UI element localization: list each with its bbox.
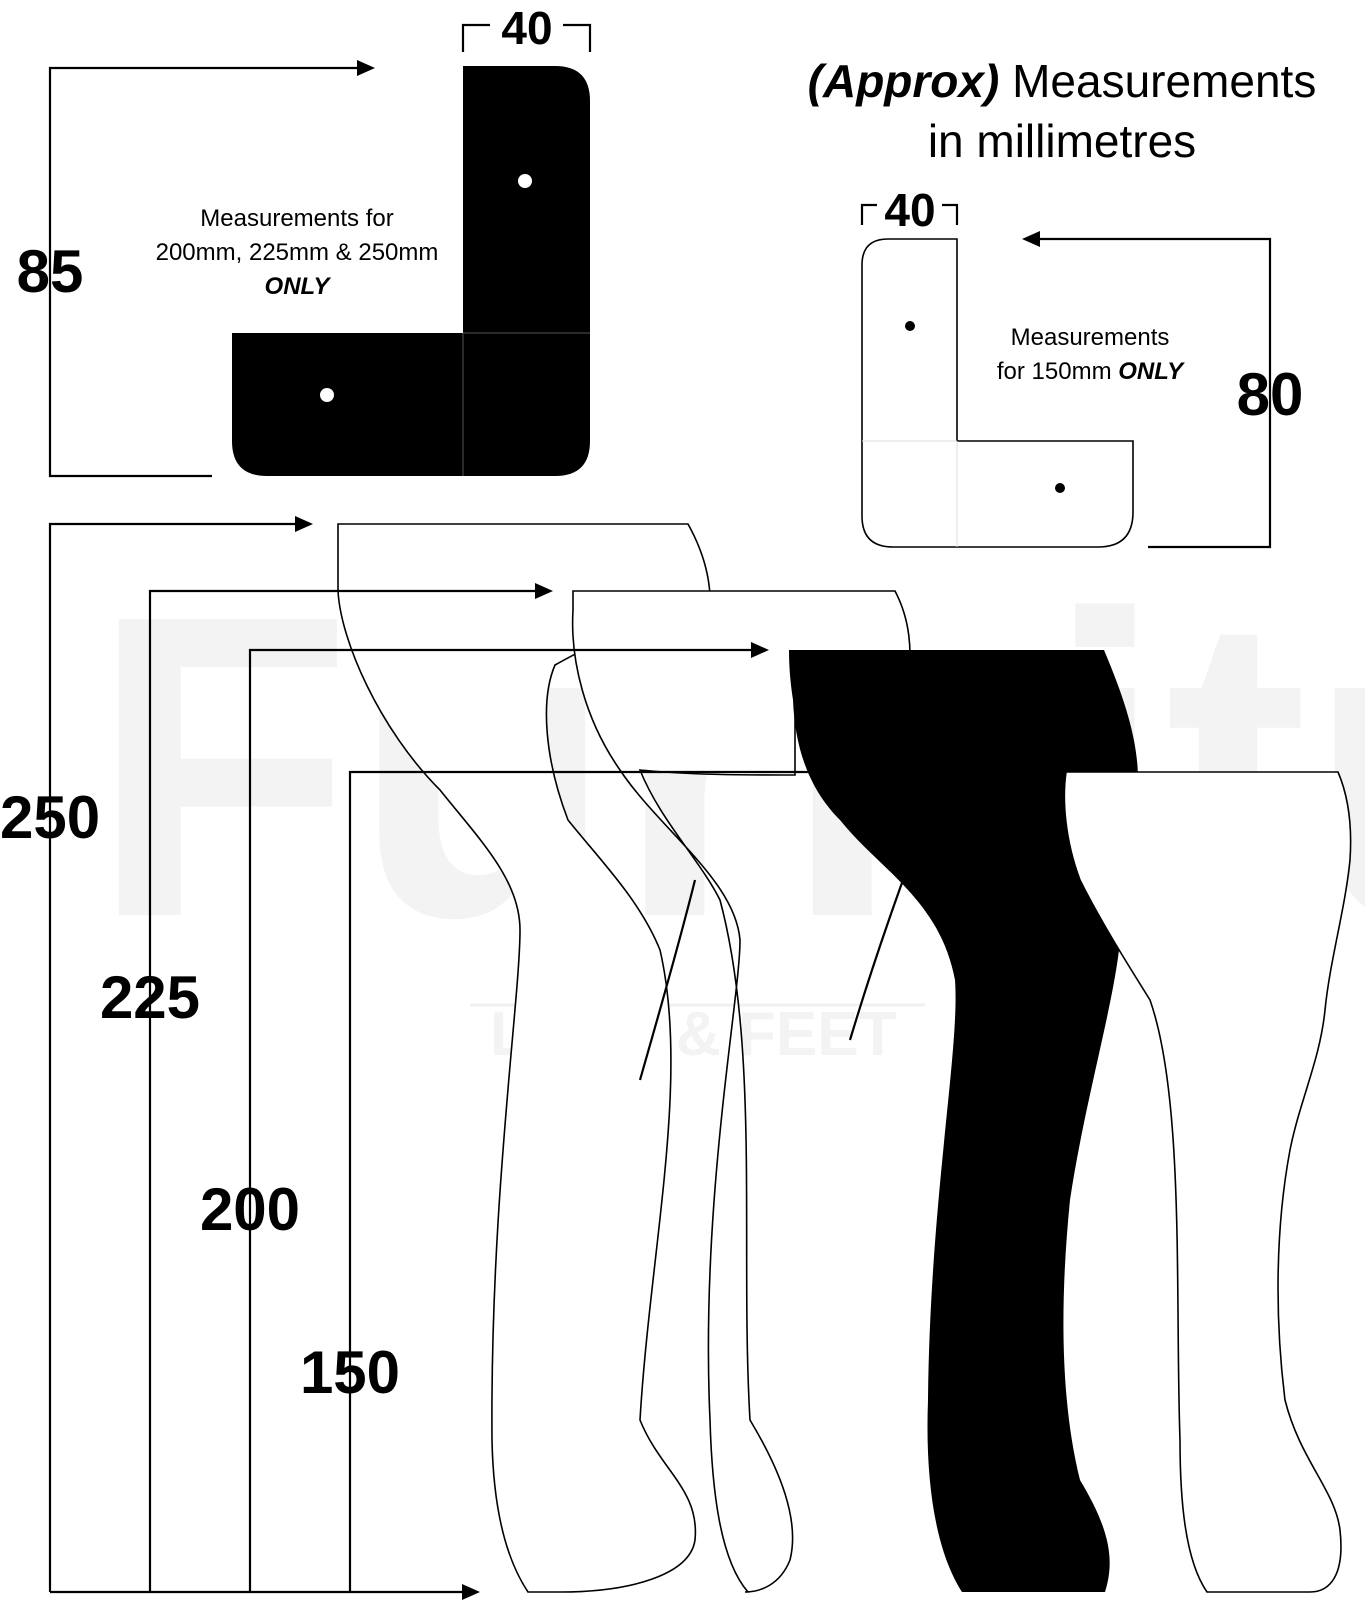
leg-150-height-label: 150: [300, 1339, 400, 1406]
plate-small-note-size: for 150mm: [997, 358, 1118, 385]
plate-small-note-line-1: Measurements: [1011, 324, 1170, 351]
leg-dimensions: 250 225 200 150: [0, 516, 1043, 1600]
title-measurements: Measurements: [999, 55, 1316, 107]
leg-200-solid: [789, 650, 1138, 1592]
plate-small-width-bracket-left: [860, 203, 877, 225]
leg-225-height-label: 225: [100, 964, 200, 1031]
plate-small: 40 80 Measurements for 150mm ONLY: [860, 184, 1304, 549]
plate-small-width-label: 40: [884, 184, 935, 236]
plate-small-width-bracket-right: [942, 203, 959, 225]
dimension-line-200: [248, 648, 754, 1592]
title-line-1: (Approx) Measurements: [808, 55, 1317, 107]
dimension-line-225: [148, 589, 538, 1592]
plate-small-screw-hole-bottom: [1055, 483, 1065, 493]
plate-large-note-line-2: 200mm, 225mm & 250mm: [156, 239, 439, 266]
arrow-150: [1025, 764, 1043, 780]
plate-small-height-arrow: [1022, 231, 1040, 247]
plate-small-height-label: 80: [1237, 361, 1304, 428]
plate-small-screw-hole-top: [905, 321, 915, 331]
title-approx: (Approx): [808, 55, 1000, 107]
plate-small-shape: [861, 238, 1134, 548]
dimension-line-150: [348, 770, 1028, 1592]
plate-large-screw-hole-top: [518, 174, 532, 188]
diagram-title: (Approx) Measurements in millimetres: [808, 55, 1317, 167]
plate-large-note-line-3: ONLY: [265, 273, 332, 300]
arrow-200: [751, 642, 769, 658]
baseline-arrow: [462, 1584, 480, 1600]
leg-200-contour: [848, 879, 905, 1041]
plate-large-height-label: 85: [17, 238, 84, 305]
plate-large-width-label: 40: [501, 2, 552, 54]
leg-225-outline: [571, 590, 911, 1593]
leg-200-height-label: 200: [200, 1176, 300, 1243]
plate-large-width-bracket-right: [563, 23, 592, 52]
title-line-2: in millimetres: [928, 115, 1196, 167]
arrow-225: [535, 583, 553, 599]
leg-250-height-label: 250: [0, 784, 100, 851]
dimension-line-250: [48, 522, 298, 1592]
legs: [337, 523, 1352, 1593]
plate-large-height-dimension-line: [48, 66, 362, 478]
plate-small-note-only: ONLY: [1118, 358, 1185, 385]
plate-large-height-arrow: [357, 60, 375, 76]
plate-large-shape: [232, 66, 590, 476]
plate-small-height-dimension-line: [1035, 237, 1272, 549]
leg-150-outline: [1063, 771, 1352, 1593]
plate-large-note-line-1: Measurements for: [200, 205, 393, 232]
leg-250-outline: [337, 523, 712, 1593]
plate-large-width-bracket-left: [461, 23, 490, 52]
leg-225-contour: [638, 879, 697, 1081]
plate-large-screw-hole-bottom: [320, 388, 334, 402]
plate-small-note-line-2: for 150mm ONLY: [997, 358, 1185, 385]
plate-large: 40 85 Measurements for 200mm, 225mm & 25…: [17, 2, 592, 478]
arrow-250: [295, 516, 313, 532]
